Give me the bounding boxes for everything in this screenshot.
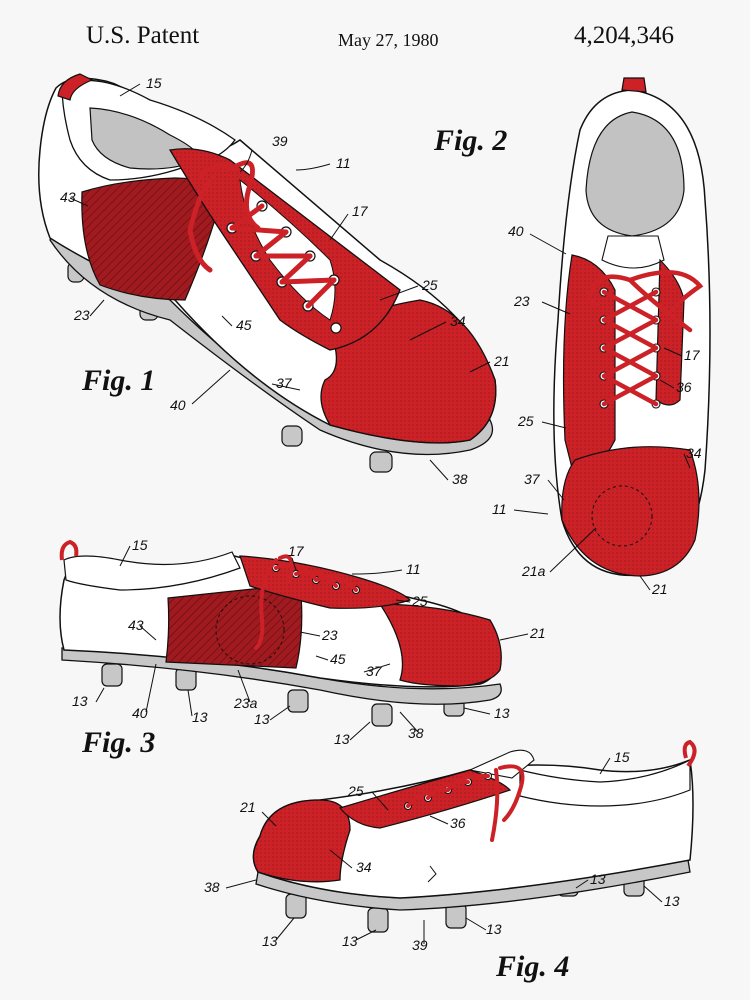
fig1-ref-11: 11: [336, 155, 351, 171]
fig1-label: Fig. 1: [81, 364, 155, 397]
fig4-ref-36: 36: [450, 815, 466, 831]
fig3-collar: [63, 551, 241, 591]
fig1-ref-37: 37: [276, 375, 293, 391]
figure-3-shoe: [59, 539, 502, 727]
fig3-ref-23: 23: [321, 627, 338, 643]
fig3-ref-23a: 23a: [233, 695, 258, 711]
fig2-toe-red: [561, 446, 700, 577]
fig1-ref-40: 40: [170, 397, 186, 413]
patent-date: May 27, 1980: [338, 30, 439, 50]
fig4-ref-13a: 13: [590, 871, 606, 887]
fig2-tongue: [601, 235, 665, 269]
fig4-ref-13c: 13: [262, 933, 278, 949]
fig4-ref-39: 39: [412, 937, 428, 953]
fig2-ref-34: 34: [686, 445, 702, 461]
fig3-ref-13e: 13: [494, 705, 510, 721]
fig3-ref-25: 25: [411, 593, 428, 609]
fig4-ref-13d: 13: [342, 933, 358, 949]
fig2-ref-11: 11: [492, 501, 507, 517]
fig4-ref-21: 21: [239, 799, 256, 815]
fig3-refs: 15 17 11 25 21 43 23 45 37 13 40 13 23a …: [72, 537, 546, 747]
figure-2-shoe: [553, 77, 711, 577]
fig3-ref-13b: 13: [192, 709, 208, 725]
fig3-ref-13d: 13: [334, 731, 350, 747]
fig3-ref-45: 45: [330, 651, 346, 667]
figure-4-shoe: [252, 739, 697, 933]
fig2-label: Fig. 2: [433, 124, 507, 157]
fig1-ref-38: 38: [452, 471, 468, 487]
fig2-ref-37: 37: [524, 471, 541, 487]
fig3-heel-tab: [59, 539, 79, 561]
fig1-ref-45: 45: [236, 317, 252, 333]
fig1-ref-34: 34: [450, 313, 466, 329]
fig2-ref-17: 17: [684, 347, 701, 363]
fig1-ref-23: 23: [73, 307, 90, 323]
fig1-heel-tab: [57, 73, 94, 101]
fig1-tongue: [239, 178, 336, 321]
fig3-panel-circle: [215, 595, 285, 665]
fig2-ref-40: 40: [508, 223, 524, 239]
fig4-ref-38: 38: [204, 879, 220, 895]
fig4-ref-34: 34: [356, 859, 372, 875]
fig3-ref-21: 21: [529, 625, 546, 641]
fig3-ref-13a: 13: [72, 693, 88, 709]
fig3-ref-38: 38: [408, 725, 424, 741]
fig1-laces: [187, 160, 337, 309]
fig2-laces: [587, 270, 704, 407]
fig1-sole: [49, 228, 494, 456]
fig4-heel-tab: [682, 739, 697, 768]
fig4-collar: [519, 759, 691, 807]
fig3-ref-40: 40: [132, 705, 148, 721]
fig2-ref-21a: 21a: [521, 563, 546, 579]
fig4-refs: 15 21 25 36 34 38 13 13 13 13 39 13: [204, 749, 680, 953]
fig3-ref-17: 17: [288, 543, 305, 559]
fig1-side-panel: [81, 177, 226, 301]
fig2-ref-21: 21: [651, 581, 668, 597]
fig4-laces: [406, 764, 525, 842]
fig1-ref-15: 15: [146, 75, 162, 91]
fig4-ref-15: 15: [614, 749, 630, 765]
figure-1-shoe: [38, 73, 497, 473]
fig4-ref-13b: 13: [664, 893, 680, 909]
fig2-heel-tab: [621, 77, 647, 93]
fig2-ref-25: 25: [517, 413, 534, 429]
fig3-laces: [254, 554, 358, 650]
fig1-ref-21: 21: [493, 353, 510, 369]
fig1-ref-39: 39: [272, 133, 288, 149]
fig2-vamp-red: [562, 254, 616, 481]
fig3-toe-red: [378, 603, 502, 687]
fig2-ref-23: 23: [513, 293, 530, 309]
fig3-side-panel: [165, 583, 303, 669]
fig3-ref-13c: 13: [254, 711, 270, 727]
fig3-ref-11: 11: [406, 561, 421, 577]
fig3-label: Fig. 3: [81, 726, 155, 759]
fig4-ref-25: 25: [347, 783, 364, 799]
fig3-cleats: [101, 663, 465, 727]
fig3-ref-43: 43: [128, 617, 144, 633]
fig4-ref-13e: 13: [486, 921, 502, 937]
fig1-ref-25: 25: [421, 277, 438, 293]
fig1-refs: 15 39 11 17 43 23 45 25 34 21 37 40 38: [60, 75, 510, 487]
fig4-toe-red: [252, 799, 351, 883]
patent-number: 4,204,346: [574, 22, 674, 49]
fig4-label: Fig. 4: [495, 950, 569, 983]
fig1-ref-17: 17: [352, 203, 369, 219]
fig3-ref-15: 15: [132, 537, 148, 553]
fig2-refs: 40 23 17 36 25 34 37 11 21a 21: [492, 223, 702, 597]
fig2-ref-36: 36: [676, 379, 692, 395]
fig4-tongue: [468, 749, 535, 779]
fig2-toe-circle: [591, 485, 653, 547]
fig1-ref-43: 43: [60, 189, 76, 205]
fig3-eyestay: [239, 555, 412, 609]
patent-label: U.S. Patent: [86, 22, 200, 49]
